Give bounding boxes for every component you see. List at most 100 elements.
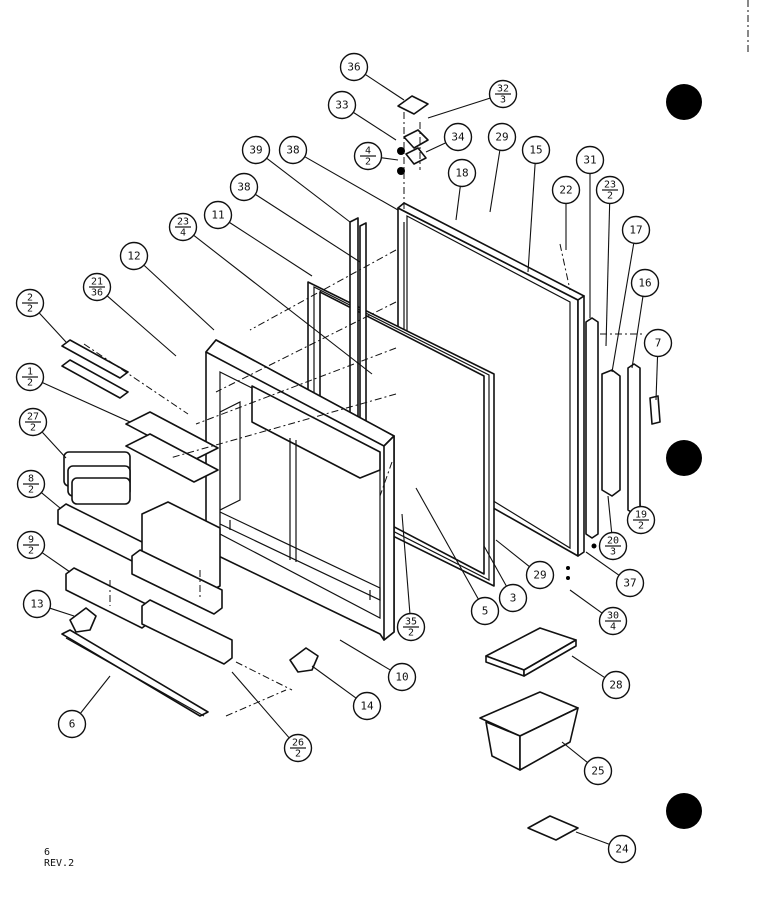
callout-31: 31 — [575, 145, 605, 318]
callout-12: 12 — [119, 241, 215, 331]
callout-numerator: 35 — [405, 617, 417, 628]
callout-33: 33 — [327, 90, 397, 141]
callout-numerator: 2 — [27, 293, 33, 304]
callout-circle — [607, 834, 637, 864]
callout-circle — [241, 135, 271, 165]
callout-13: 13 — [22, 589, 75, 619]
callout-circle — [615, 568, 645, 598]
callout-16: 16 — [630, 268, 660, 369]
callout-15: 15 — [521, 135, 551, 273]
leader-line — [42, 382, 131, 423]
leader-line — [631, 296, 644, 369]
callout-circle — [22, 589, 52, 619]
callout-number: 38 — [286, 144, 299, 157]
callout-9-2: 92 — [16, 530, 71, 573]
callout-20-3: 203 — [598, 495, 628, 561]
callout-numerator: 21 — [91, 277, 103, 288]
callout-numerator: 9 — [28, 535, 34, 546]
leader-line — [266, 158, 351, 223]
callout-number: 33 — [335, 99, 348, 112]
callout-38b: 38 — [229, 172, 361, 263]
callout-8-2: 82 — [16, 469, 61, 509]
leader-line — [489, 150, 501, 213]
callout-6: 6 — [57, 675, 111, 739]
callout-number: 10 — [395, 671, 408, 684]
callout-number: 36 — [347, 61, 360, 74]
callout-5: 5 — [415, 487, 500, 626]
callout-35-2: 352 — [396, 513, 426, 642]
leader-line — [607, 495, 613, 533]
callout-circle — [119, 241, 149, 271]
callout-circle — [583, 756, 613, 786]
callout-circle — [327, 90, 357, 120]
callout-number: 18 — [455, 167, 468, 180]
callout-circle — [525, 560, 555, 590]
callout-number: 14 — [360, 700, 374, 713]
leader-line — [41, 492, 61, 509]
callout-denominator: 2 — [365, 157, 371, 168]
callout-denominator: 2 — [408, 628, 414, 639]
revision-label: REV.2 — [44, 858, 75, 869]
callout-number: 16 — [638, 277, 651, 290]
leader-line — [401, 513, 411, 614]
callout-numerator: 27 — [27, 412, 39, 423]
leader-line — [569, 589, 602, 614]
callout-number: 37 — [623, 577, 636, 590]
callout-26-2: 262 — [231, 671, 313, 763]
leader-line — [231, 671, 290, 738]
callout-denominator: 2 — [27, 378, 33, 389]
callout-circle — [447, 158, 477, 188]
callout-circle — [630, 268, 660, 298]
callout-7: 7 — [643, 328, 673, 401]
callout-38a: 38 — [278, 135, 399, 211]
leader-line — [311, 665, 357, 699]
callout-number: 7 — [655, 337, 662, 350]
leader-line — [575, 831, 610, 845]
leader-line — [42, 552, 71, 573]
callout-numerator: 1 — [27, 367, 33, 378]
leader-line — [483, 545, 507, 587]
callout-number: 13 — [30, 598, 43, 611]
callout-numerator: 19 — [635, 510, 647, 521]
callout-number: 12 — [127, 250, 140, 263]
callout-3: 3 — [483, 545, 528, 613]
leader-line — [571, 655, 605, 678]
callout-circle — [339, 52, 369, 82]
callout-number: 29 — [533, 569, 546, 582]
leader-line — [42, 431, 67, 459]
callout-denominator: 2 — [27, 304, 33, 315]
callout-denominator: 4 — [610, 622, 616, 633]
leader-line — [80, 675, 111, 714]
leader-line — [415, 487, 479, 600]
callout-number: 11 — [211, 209, 224, 222]
revision-stamp: 6 REV.2 — [44, 847, 74, 869]
shelves — [61, 339, 219, 483]
leader-line — [495, 539, 530, 567]
callout-2-2: 22 — [15, 288, 67, 343]
callout-circle — [352, 691, 382, 721]
binder-holes — [666, 84, 702, 829]
callout-circle — [575, 145, 605, 175]
feet-and-trim — [61, 607, 319, 717]
loose-trays — [479, 627, 579, 841]
callout-numerator: 4 — [365, 146, 371, 157]
leader-line — [50, 607, 75, 617]
leader-line — [655, 356, 659, 401]
callout-19-2: 192 — [626, 499, 656, 535]
leader-line — [39, 312, 67, 343]
callout-number: 24 — [615, 843, 629, 856]
callout-number: 6 — [69, 718, 76, 731]
callout-circle — [487, 122, 517, 152]
callout-34: 34 — [425, 122, 473, 153]
callout-denominator: 2 — [607, 191, 613, 202]
callout-circle — [521, 135, 551, 165]
leader-line — [229, 222, 313, 277]
callout-circle — [229, 172, 259, 202]
callout-17: 17 — [611, 215, 651, 373]
container — [63, 451, 131, 505]
callout-circle — [601, 670, 631, 700]
callout-circle — [203, 200, 233, 230]
leader-line — [427, 97, 490, 119]
